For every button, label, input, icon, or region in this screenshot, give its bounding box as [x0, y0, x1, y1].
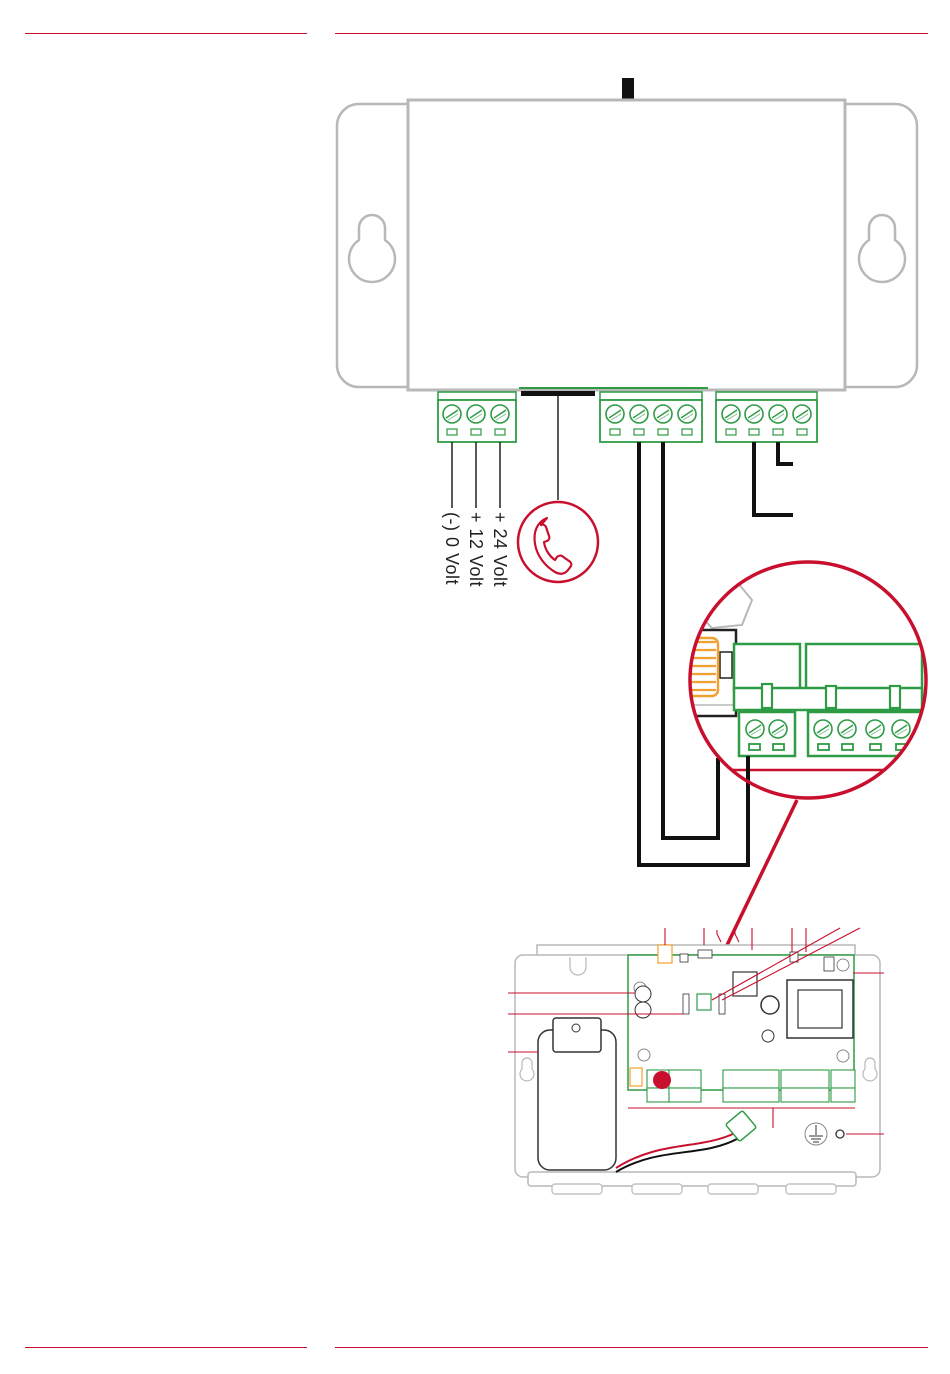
terminal-block-middle — [600, 392, 702, 442]
terminal-block-power — [438, 392, 516, 442]
label-24-volt: + 24 Volt — [490, 512, 510, 587]
earth-ground-icon — [805, 1123, 827, 1145]
voltage-leads — [452, 442, 500, 508]
main-housing — [408, 100, 845, 390]
right-block-wires — [754, 442, 793, 515]
label-12-volt: + 12 Volt — [466, 512, 486, 587]
label-0-volt: (-) 0 Volt — [442, 512, 462, 585]
phone-handset-icon — [518, 502, 598, 582]
zoom-origin-marker — [653, 1071, 671, 1089]
enclosure-overview — [515, 945, 880, 1194]
power-supply-unit — [337, 78, 917, 396]
terminal-block-right — [716, 392, 817, 442]
